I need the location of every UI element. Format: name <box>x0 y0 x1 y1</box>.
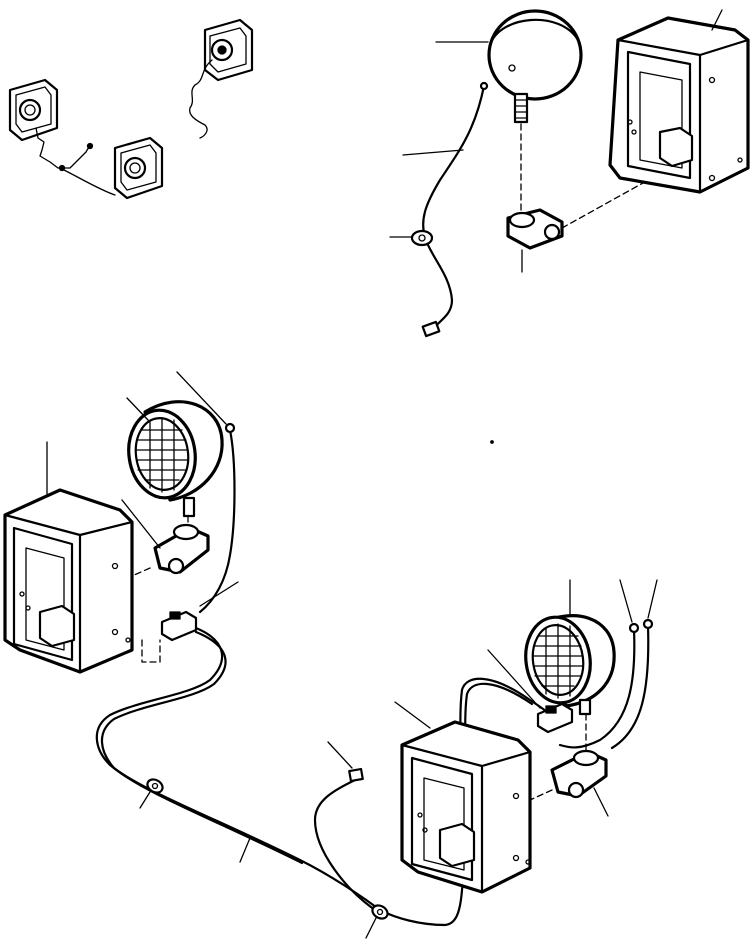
leader-line <box>199 581 239 607</box>
lamp-cable <box>410 81 489 338</box>
overview-lamp-right <box>63 136 164 200</box>
work-lamp-right-assembly <box>394 579 658 894</box>
leader-line <box>711 9 723 31</box>
leader-line <box>126 397 149 421</box>
overview-lamp-top <box>189 18 254 139</box>
leader-line <box>121 499 161 549</box>
leader-line <box>176 371 227 425</box>
cab-lamp-arrangement-overview <box>8 18 254 200</box>
leader-line <box>139 791 151 809</box>
leader-line <box>365 917 377 939</box>
connector-left <box>160 610 198 642</box>
grommet <box>371 904 389 920</box>
work-lamp-left-assembly <box>3 371 239 674</box>
mounting-arrangement-detail <box>389 9 750 338</box>
leader-line <box>619 579 633 623</box>
wiring-harness <box>95 626 472 939</box>
lamp-guard-frame-right <box>400 720 532 894</box>
leader-line <box>487 649 541 709</box>
clamp-left <box>153 515 210 575</box>
leader-line <box>394 701 431 729</box>
work-lamp-right <box>524 614 616 716</box>
dome-lamp-housing <box>487 9 583 124</box>
lamp-guard-frame <box>608 16 750 194</box>
leader-line <box>402 149 464 156</box>
work-lamp-left <box>127 400 224 518</box>
overview-lamp-left <box>8 78 94 172</box>
leader-line <box>593 787 609 817</box>
leader-line <box>239 837 251 863</box>
grommet <box>146 778 164 794</box>
lamp-guard-frame-left <box>3 488 134 674</box>
connector-right <box>536 702 574 734</box>
leader-line <box>647 579 658 619</box>
leader-line <box>327 741 353 769</box>
clamp-right <box>550 749 608 799</box>
mounting-clamp <box>506 208 564 250</box>
